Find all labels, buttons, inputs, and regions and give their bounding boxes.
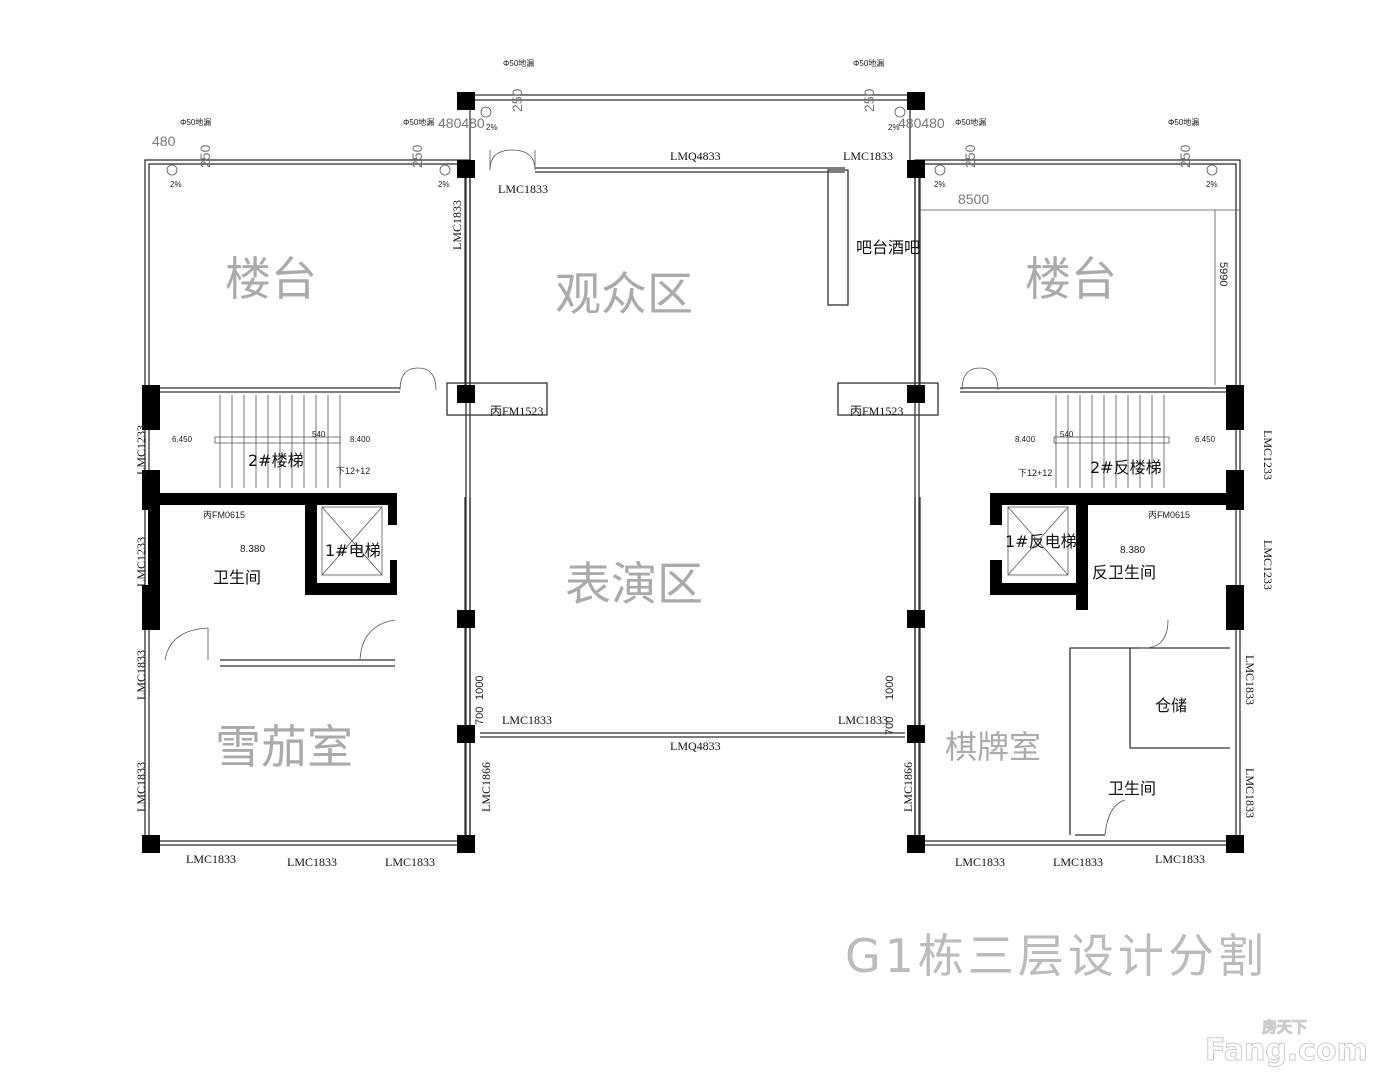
elev-6450-left: 6.450 [172,435,193,444]
code-lmq-bottom: LMQ4833 [670,739,721,753]
slope-2: 2% [438,180,450,189]
drain-label-6: Φ50地漏 [1168,117,1199,127]
fang-logo: 房天下 Fang.com [1205,1018,1369,1069]
drawing-title: G1栋三层设计分割 [845,929,1268,983]
code-lmc1833-r2: LMC1833 [1243,768,1257,818]
code-lmc1233-r2: LMC1233 [1261,540,1275,590]
slope-4: 2% [888,123,900,132]
code-lmc-b4: LMC1833 [955,855,1005,869]
dim-540-right: 540 [1060,430,1074,439]
code-lmc-bottom-right: LMC1833 [838,713,888,727]
storage-label: 仓储 [1155,696,1187,715]
elev-6450-right: 6.450 [1195,435,1216,444]
code-lmc-b2: LMC1833 [287,855,337,869]
stair-down-left: 下12+12 [336,466,370,476]
wc-chess-label: 卫生间 [1108,779,1156,798]
dim-1000-left: 1000 [474,676,486,700]
dim-540-left: 540 [312,430,326,439]
stair-down-right: 下12+12 [1018,468,1052,478]
code-lmc1233-l1: LMC1233 [134,425,148,475]
drain-label-3: Φ50地漏 [503,58,534,68]
room-stage: 表演区 [565,557,703,611]
dim-250-3: 250 [509,88,525,112]
code-lmq-top: LMQ4833 [670,149,721,163]
columns [142,92,1244,853]
logo-cn: 房天下 [1262,1018,1307,1036]
stairs [214,395,1170,488]
room-cigar: 雪茄室 [215,720,353,774]
dim-480480-right: 480480 [898,115,945,131]
code-lmc-b6: LMC1833 [1155,852,1205,866]
code-fm0615-left: 丙FM0615 [203,510,245,520]
stair-right-label: 2#反楼梯 [1090,458,1162,477]
code-lmc-b1: LMC1833 [186,852,236,866]
room-balcony-left: 楼台 [225,252,317,306]
code-lmc1833-r1: LMC1833 [1243,655,1257,705]
code-lmc-b3: LMC1833 [385,855,435,869]
code-lmc-top-right: LMC1833 [843,149,893,163]
drain-label-2: Φ50地漏 [403,117,434,127]
drain-label-4: Φ50地漏 [853,58,884,68]
walls [144,94,1241,846]
elev-8380-left: 8.380 [240,544,265,555]
dim-700-right: 700 [884,717,896,735]
code-lmc-vert: LMC1833 [450,200,464,250]
code-lmc1866-right: LMC1866 [901,762,915,812]
code-fm1523-left: 丙FM1523 [490,404,543,418]
elev-8400-left: 8.400 [350,435,371,444]
room-chess: 棋牌室 [945,728,1041,766]
code-lmc-bottom-left: LMC1833 [502,713,552,727]
drain-label-5: Φ50地漏 [955,117,986,127]
wc-right-label: 反卫生间 [1092,563,1156,582]
code-lmc1233-r1: LMC1233 [1261,430,1275,480]
dim-250-6: 250 [1177,144,1193,168]
elev-8380-right: 8.380 [1120,545,1145,556]
room-balcony-right: 楼台 [1025,252,1117,306]
code-lmc1833-l2: LMC1833 [134,762,148,812]
code-lmc1233-l2: LMC1233 [134,537,148,587]
core-walls [148,493,1240,610]
dim-8500: 8500 [958,191,989,207]
code-lmc1833-l1: LMC1833 [134,650,148,700]
slope-6: 2% [1206,180,1218,189]
dim-250-1: 250 [197,144,213,168]
doors [164,149,1169,836]
drain-label-1: Φ50地漏 [180,117,211,127]
dim-480: 480 [152,133,176,149]
code-fm1523-right: 丙FM1523 [850,404,903,418]
slope-5: 2% [934,180,946,189]
code-fm0615-right: 丙FM0615 [1148,510,1190,520]
wc-left-label: 卫生间 [213,568,261,587]
floor-drains [166,106,1218,176]
dim-700-left: 700 [474,707,486,725]
code-lmc-top-left: LMC1833 [498,182,548,196]
elevator-left-label: 1#电梯 [325,541,381,560]
dim-5990: 5990 [1217,262,1229,286]
dim-250-4: 250 [861,88,877,112]
elev-8400-right: 8.400 [1015,435,1036,444]
dim-250-2: 250 [409,144,425,168]
dim-1000-right: 1000 [884,676,896,700]
slope-1: 2% [170,180,182,189]
dim-250-5: 250 [962,144,978,168]
elevator-right-label: 1#反电梯 [1005,532,1077,551]
logo-en: Fang.com [1205,1033,1368,1068]
dim-480480-left: 480480 [438,115,485,131]
code-lmc-b5: LMC1833 [1053,855,1103,869]
slope-3: 2% [486,123,498,132]
code-lmc1866-left: LMC1866 [479,762,493,812]
room-audience: 观众区 [555,267,693,321]
room-bar: 吧台酒吧 [856,238,920,257]
stair-left-label: 2#楼梯 [248,451,304,470]
